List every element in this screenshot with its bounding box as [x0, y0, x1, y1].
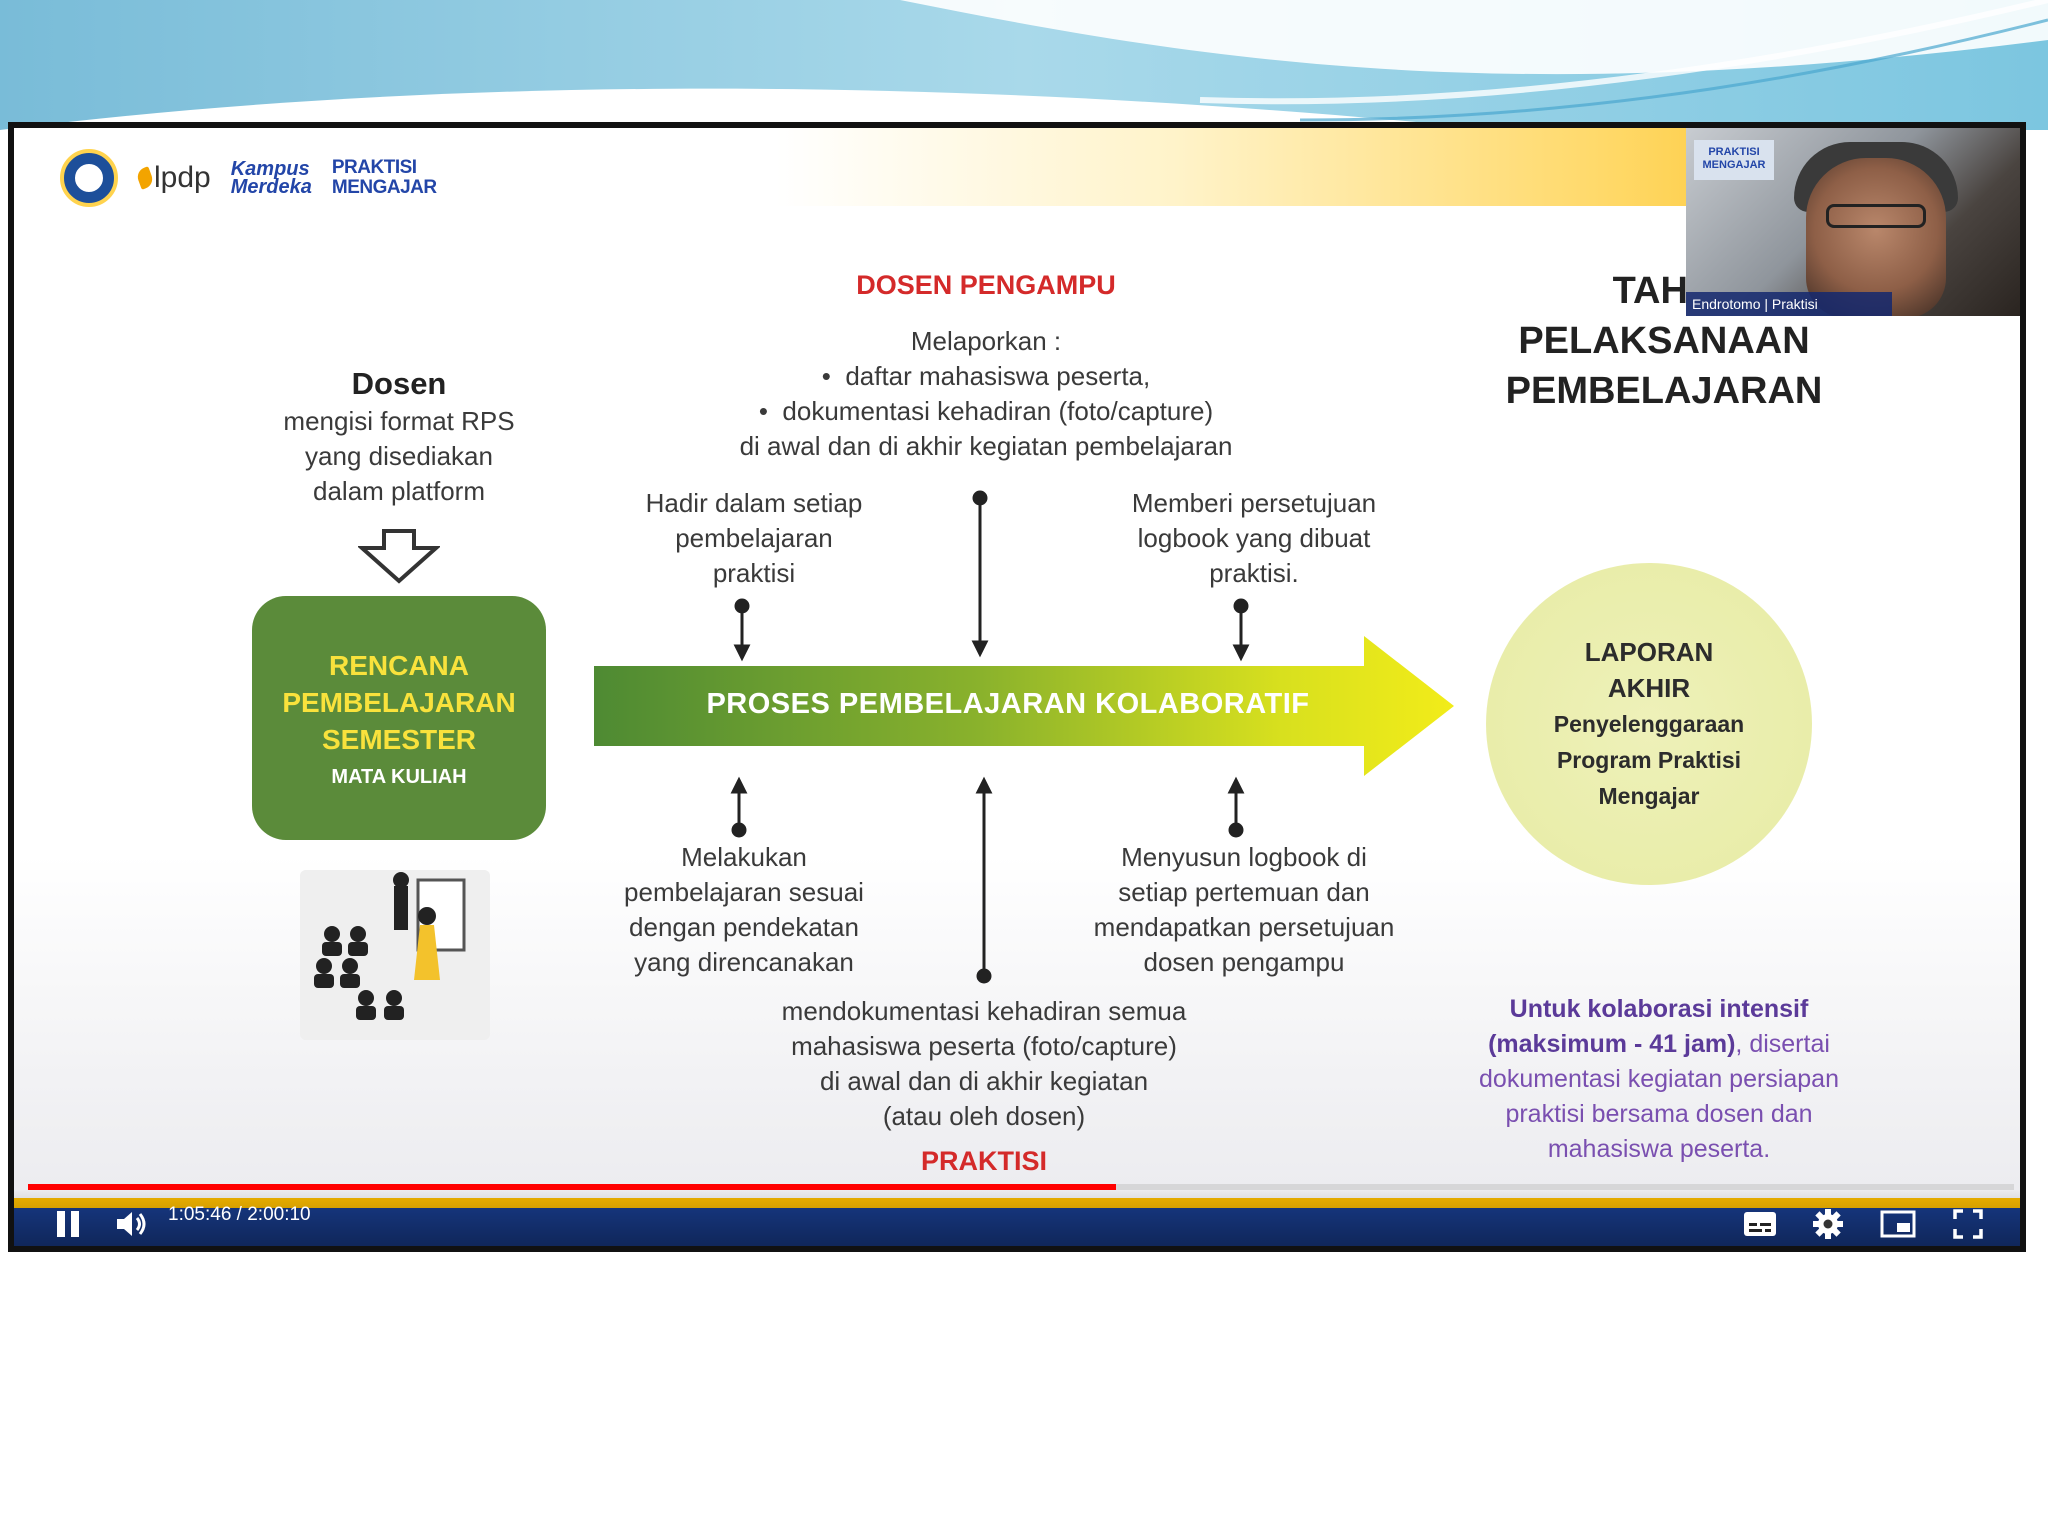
mendokumentasi-line-3: di awal dan di akhir kegiatan	[819, 1066, 1149, 1096]
mendokumentasi-line-1: mendokumentasi kehadiran semua	[781, 996, 1187, 1026]
presenter-glasses	[1826, 204, 1926, 228]
menyusun-line-1: Menyusun logbook di	[1121, 842, 1367, 872]
dosen-pengampu-heading: DOSEN PENGAMPU	[856, 270, 1116, 300]
memberi-line-1: Memberi persetujuan	[1131, 488, 1377, 518]
rps-box: RENCANA PEMBELAJARAN SEMESTER MATA KULIA…	[252, 596, 546, 840]
laporan-sub-1: Penyelenggaraan	[1553, 711, 1745, 737]
menyusun-line-2: setiap pertemuan dan	[1118, 877, 1370, 907]
memberi-block: Memberi persetujuan logbook yang dibuat …	[1104, 486, 1404, 591]
subtitles-icon	[1744, 1212, 1776, 1236]
rps-subtitle: MATA KULIAH	[331, 766, 467, 788]
dosen-line-1: mengisi format RPS	[283, 406, 515, 436]
kolaborasi-rest-1: , disertai	[1735, 1030, 1830, 1058]
slide-title-line-3: PEMBELAJARAN	[1505, 370, 1823, 412]
memberi-line-3: praktisi.	[1209, 558, 1299, 588]
classroom-illustration-icon	[300, 870, 490, 1040]
dosen-block: Dosen mengisi format RPS yang disediakan…	[234, 364, 564, 509]
slide-title: TAHA PELAKSANAAN PEMBELAJARAN	[1464, 266, 1864, 416]
kolaborasi-note: Untuk kolaborasi intensif (maksimum - 41…	[1434, 992, 1884, 1167]
pause-icon	[57, 1211, 79, 1237]
melaporkan-tail: di awal dan di akhir kegiatan pembelajar…	[739, 431, 1233, 461]
kampus-merdeka-line-1: Kampus	[230, 158, 310, 180]
kampus-merdeka-line-2: Merdeka	[230, 176, 312, 198]
melakukan-line-1: Melakukan	[681, 842, 807, 872]
mendokumentasi-line-4: (atau oleh dosen)	[882, 1101, 1086, 1131]
melaporkan-block: Melaporkan : • daftar mahasiswa peserta,…	[626, 324, 1346, 464]
miniplayer-button[interactable]	[1874, 1202, 1922, 1246]
kampus-merdeka-logo: Kampus Merdeka	[230, 158, 312, 198]
progress-bar-fill	[28, 1184, 1117, 1190]
top-wave-decoration	[0, 0, 2048, 130]
lpdp-logo: lpdp	[135, 161, 211, 195]
hadir-line-1: Hadir dalam setiap	[645, 488, 863, 518]
laporan-sub-2: Program Praktisi	[1556, 747, 1742, 773]
miniplayer-icon	[1880, 1210, 1916, 1238]
praktisi-mengajar-logo: PRAKTISI MENGAJAR	[332, 158, 437, 198]
subtitles-button[interactable]	[1736, 1202, 1784, 1246]
laporan-heading-2: AKHIR	[1607, 673, 1691, 703]
fullscreen-button[interactable]	[1944, 1202, 1992, 1246]
kolaborasi-line-3: mahasiswa peserta.	[1547, 1135, 1771, 1163]
volume-button[interactable]	[108, 1202, 156, 1246]
down-arrow-icon	[358, 529, 440, 584]
webcam-poster: PRAKTISI MENGAJAR	[1694, 140, 1774, 180]
fullscreen-icon	[1953, 1209, 1983, 1239]
hadir-line-3: praktisi	[712, 558, 796, 588]
rps-line-1: RENCANA	[329, 650, 469, 681]
kolaborasi-line-1: dokumentasi kegiatan persiapan	[1479, 1065, 1839, 1093]
hadir-block: Hadir dalam setiap pembelajaran praktisi	[604, 486, 904, 591]
melaporkan-lead: Melaporkan :	[910, 326, 1062, 356]
mendokumentasi-block: mendokumentasi kehadiran semua mahasiswa…	[744, 994, 1224, 1134]
menyusun-line-4: dosen pengampu	[1143, 947, 1345, 977]
pause-button[interactable]	[44, 1202, 92, 1246]
melaporkan-bullet-2: • dokumentasi kehadiran (foto/capture)	[758, 396, 1214, 426]
rps-line-2: PEMBELAJARAN	[282, 687, 516, 718]
progress-bar[interactable]	[28, 1184, 2014, 1190]
kolaborasi-line-2: praktisi bersama dosen dan	[1505, 1100, 1813, 1128]
connector-lines	[730, 490, 1250, 984]
process-label: PROSES PEMBELAJARAN KOLABORATIF	[706, 688, 1310, 720]
laporan-akhir-circle: LAPORAN AKHIR Penyelenggaraan Program Pr…	[1486, 563, 1812, 885]
lpdp-logo-text: lpdp	[154, 161, 211, 194]
player-controls	[14, 1190, 2020, 1246]
slide-title-line-2: PELAKSANAAN	[1518, 320, 1810, 362]
dosen-line-2: yang disediakan	[305, 441, 493, 471]
time-display: 1:05:46 / 2:00:10	[168, 1204, 311, 1225]
kolaborasi-bold-2: (maksimum - 41 jam)	[1488, 1030, 1736, 1058]
melakukan-block: Melakukan pembelajaran sesuai dengan pen…	[594, 840, 894, 980]
melakukan-line-4: yang direncanakan	[634, 947, 854, 977]
logo-row: lpdp Kampus Merdeka PRAKTISI MENGAJAR	[60, 148, 437, 208]
volume-icon	[117, 1212, 146, 1236]
video-player[interactable]: lpdp Kampus Merdeka PRAKTISI MENGAJAR TA…	[8, 122, 2026, 1252]
menyusun-line-3: mendapatkan persetujuan	[1093, 912, 1395, 942]
melakukan-line-2: pembelajaran sesuai	[624, 877, 864, 907]
menyusun-block: Menyusun logbook di setiap pertemuan dan…	[1074, 840, 1414, 980]
settings-button[interactable]	[1804, 1202, 1852, 1246]
laporan-heading-1: LAPORAN	[1584, 637, 1714, 667]
dosen-title: Dosen	[351, 366, 447, 401]
webcam-name-label: Endrotomo | Praktisi	[1686, 292, 1892, 316]
presentation-slide: lpdp Kampus Merdeka PRAKTISI MENGAJAR TA…	[14, 128, 2020, 1246]
melaporkan-bullet-1: • daftar mahasiswa peserta,	[821, 361, 1151, 391]
memberi-line-2: logbook yang dibuat	[1137, 523, 1371, 553]
kolaborasi-bold-1: Untuk kolaborasi intensif	[1509, 995, 1809, 1023]
gear-icon	[1813, 1209, 1843, 1239]
slide-footer-blue	[14, 1208, 2020, 1246]
melakukan-line-3: dengan pendekatan	[629, 912, 859, 942]
dosen-line-3: dalam platform	[313, 476, 485, 506]
tut-wuri-emblem-icon	[60, 149, 118, 207]
rps-line-3: SEMESTER	[321, 724, 477, 755]
presenter-face	[1806, 158, 1946, 316]
praktisi-mengajar-line-2: MENGAJAR	[331, 177, 437, 198]
process-arrow	[594, 636, 1454, 776]
praktisi-mengajar-line-1: PRAKTISI	[331, 157, 417, 178]
presenter-webcam: PRAKTISI MENGAJAR Endrotomo | Praktisi	[1686, 128, 2020, 316]
praktisi-heading: PRAKTISI	[920, 1146, 1047, 1176]
hadir-line-2: pembelajaran	[675, 523, 833, 553]
laporan-sub-3: Mengajar	[1598, 783, 1700, 809]
slide-top-bar	[14, 128, 2020, 206]
mendokumentasi-line-2: mahasiswa peserta (foto/capture)	[791, 1031, 1177, 1061]
